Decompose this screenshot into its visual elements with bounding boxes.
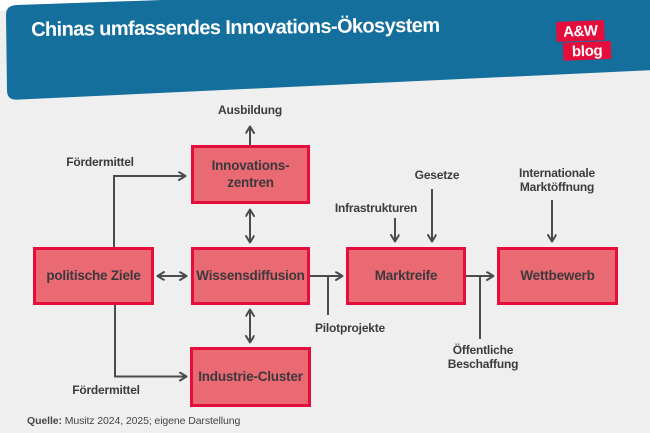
node-wettbewerb: Wettbewerb xyxy=(497,247,618,305)
node-politische-ziele: politische Ziele xyxy=(33,247,154,305)
label-gesetze: Gesetze xyxy=(414,168,460,182)
arrow-foerdermittel-top xyxy=(113,176,185,247)
arrow-foerdermittel-bottom xyxy=(114,305,186,377)
source-text: Musitz 2024, 2025; eigene Darstellung xyxy=(61,415,241,427)
node-innovationszentren: Innovations- zentren xyxy=(191,145,310,204)
node-wissensdiffusion: Wissensdiffusion xyxy=(191,247,310,305)
node-industrie-cluster: Industrie-Cluster xyxy=(190,347,311,407)
label-pilotprojekte: Pilotprojekte xyxy=(314,321,386,335)
label-internationale-marktoeffnung: Internationale Marktöffnung xyxy=(519,166,595,194)
label-foerdermittel-bottom: Fördermittel xyxy=(72,383,140,397)
node-marktreife: Marktreife xyxy=(346,247,466,305)
source-citation: Quelle: Musitz 2024, 2025; eigene Darste… xyxy=(27,415,240,427)
label-foerdermittel-top: Fördermittel xyxy=(66,155,134,169)
source-label: Quelle: xyxy=(27,415,62,427)
banner-background xyxy=(5,0,650,100)
label-infrastrukturen: Infrastrukturen xyxy=(334,201,418,215)
label-ausbildung: Ausbildung xyxy=(218,103,282,117)
label-oeffentliche-beschaffung: Öffentliche Beschaffung xyxy=(447,343,519,371)
banner-top-sliver xyxy=(0,0,170,11)
